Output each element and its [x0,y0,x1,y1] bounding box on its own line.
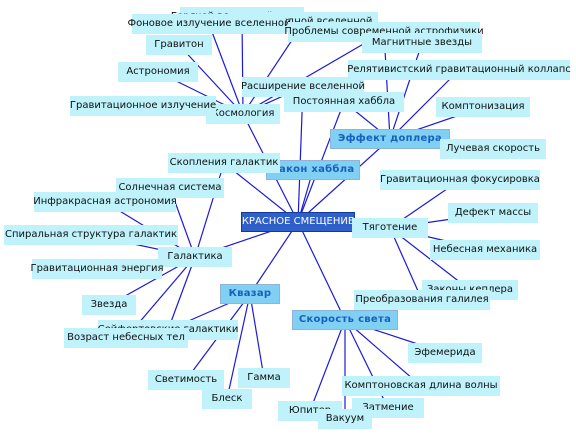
node-kompton[interactable]: Комптоновская длина волны [342,376,500,396]
node-relyativ[interactable]: Релятивистский гравитационный коллапс [347,60,571,80]
node-efemerida[interactable]: Эфемерида [408,343,482,363]
edge-center-kvazar [249,221,299,295]
edge-tyagotenie-preobrazovaniya [389,227,423,301]
node-label: Скопления галактик [169,157,279,168]
node-spiralnaya[interactable]: Спиральная структура галактик [4,225,178,245]
node-label: Блеск [211,393,243,404]
node-label: Комптонизация [441,101,525,112]
node-label: Звезда [90,299,128,310]
node-defekt[interactable]: Дефект массы [448,203,538,223]
node-label: Гамма [247,372,281,383]
edge-kosmologiya-problema [242,31,385,115]
edge-skorost-kompton [344,319,422,387]
node-gravfokus[interactable]: Гравитационная фокусировка [380,170,540,190]
edge-kosmologiya-graviton [178,44,244,115]
edge-center-effekt [297,138,391,223]
node-kosmologiya[interactable]: Космология [206,104,280,124]
edge-galaktika-seyfert [167,256,196,331]
node-vakuum[interactable]: Вакуум [318,409,372,429]
node-label: Эфемерида [414,347,476,358]
node-vozrast[interactable]: Возраст небесных тел [64,328,188,348]
node-graviton[interactable]: Гравитон [146,35,212,55]
node-kvazar[interactable]: Квазар [220,284,280,304]
node-label: Небесная механика [432,244,538,255]
edge-effekt-magnitnye [389,42,423,140]
node-habbl[interactable]: Закон хаббла [266,160,360,180]
node-gravizluch[interactable]: Гравитационное излучение [70,96,216,116]
node-label: Скорость света [298,314,392,325]
edge-kvazar-gamma [249,293,265,379]
node-label: КРАСНОЕ СМЕЩЕНИЕ [241,216,355,227]
node-label: Возраст небесных тел [67,332,185,343]
node-label: Эффект доплера [337,133,443,144]
node-zvezda[interactable]: Звезда [82,295,136,315]
node-label: Галактика [167,251,223,262]
edge-effekt-relyativ [389,69,460,140]
node-label: Солнечная система [118,182,222,193]
node-label: Фоновое излучение вселенной [127,18,291,29]
node-preobrazovaniya[interactable]: Преобразования галилея [354,290,490,310]
node-blesk[interactable]: Блеск [202,389,252,409]
node-label: Затмение [362,402,414,413]
node-label: Гравитационное излучение [69,100,217,111]
node-skopleniya[interactable]: Скопления галактик [168,153,280,173]
node-label: Гравитационная фокусировка [380,174,540,185]
node-galaktika[interactable]: Галактика [158,247,232,267]
node-fonovoe[interactable]: Фоновое излучение вселенной [127,14,291,34]
node-gamma[interactable]: Гамма [238,368,290,388]
node-label: Проблемы современной астрофизики [284,26,484,37]
node-magnitnye[interactable]: Магнитные звезды [362,33,482,53]
node-label: Расширение вселенной [241,81,365,92]
node-astronomiya[interactable]: Астрономия [118,62,198,82]
node-label: Преобразования галилея [355,294,489,305]
node-label: Постоянная хаббла [292,96,396,107]
edge-kvazar-blesk [226,293,251,400]
node-label: Юпитер [288,405,332,416]
node-label: Тяготение [362,222,418,233]
node-label: Квазар [228,288,272,299]
node-label: Космология [211,108,275,119]
node-label: Светимость [154,374,218,385]
node-effekt[interactable]: Эффект доплера [330,129,450,149]
node-label: Закон хаббла [271,164,355,175]
node-label: Гравитационная энергия [30,263,164,274]
node-graverg[interactable]: Гравитационная энергия [30,259,164,279]
node-nebesnaya[interactable]: Небесная механика [430,240,540,260]
node-svetimost[interactable]: Светимость [148,370,224,390]
node-label: Спиральная структура галактик [5,229,177,240]
node-label: Дефект массы [454,207,532,218]
edge-skorost-yupiter [309,319,346,412]
node-label: Законы кеплера [427,284,514,295]
node-label: Вакуум [325,413,365,424]
node-label: Гравитон [154,39,204,50]
node-label: Магнитные звезды [371,37,473,48]
node-label: Неоднородной вселенной [236,17,373,27]
node-label: Инфракрасная астрономия [33,196,177,207]
edge-center-skorost [297,221,346,321]
node-tyagotenie[interactable]: Тяготение [352,218,428,238]
node-komptonizaciya[interactable]: Комптонизация [436,97,530,117]
node-skorost[interactable]: Скорость света [292,310,398,330]
node-center[interactable]: КРАСНОЕ СМЕЩЕНИЕ [241,212,355,232]
node-label: Комптоновская длина волны [344,380,498,391]
node-postoyannaya[interactable]: Постоянная хаббла [284,92,404,112]
edge-kosmologiya-fonovoe [208,23,244,115]
node-infrakrasnaya[interactable]: Инфракрасная астрономия [33,192,177,212]
node-luchevaya[interactable]: Лучевая скорость [440,139,546,159]
node-label: Лучевая скорость [445,143,541,154]
node-label: Релятивистский гравитационный коллапс [347,64,571,75]
node-label: Астрономия [126,66,190,77]
